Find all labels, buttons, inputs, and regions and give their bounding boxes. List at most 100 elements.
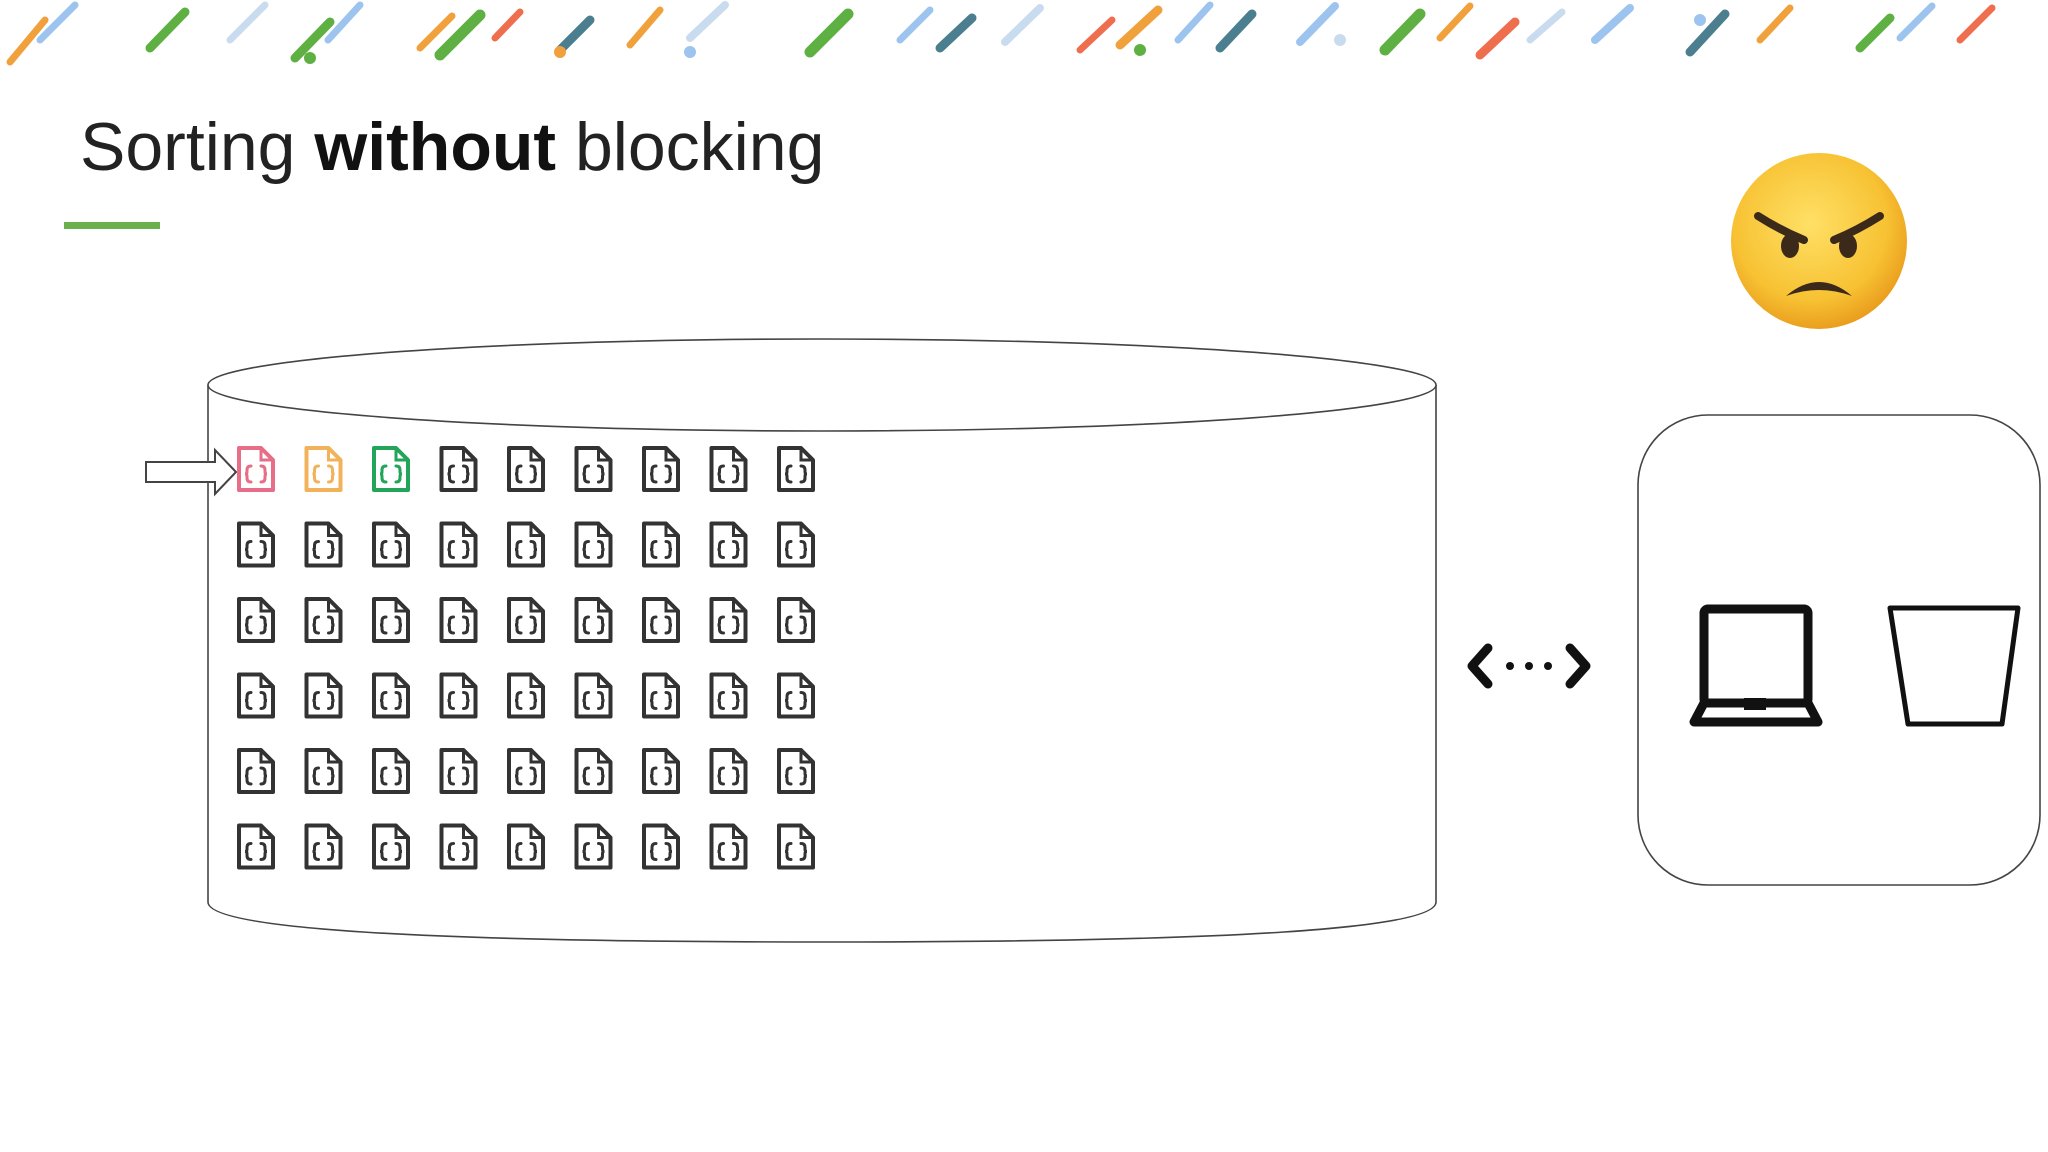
curly-braces-icon bbox=[244, 464, 268, 484]
document-page bbox=[642, 597, 680, 643]
document-icon bbox=[777, 672, 815, 719]
decor-stripe bbox=[1379, 8, 1426, 56]
document-page bbox=[439, 597, 478, 643]
curly-braces-icon bbox=[379, 615, 403, 635]
document-fold bbox=[327, 674, 341, 688]
document-icon bbox=[237, 446, 275, 492]
curly-braces-icon bbox=[514, 842, 538, 861]
decor-stripe bbox=[1855, 13, 1895, 53]
document-icon bbox=[777, 521, 815, 568]
curly-braces-icon bbox=[514, 615, 538, 635]
document-icon bbox=[507, 672, 545, 719]
emoji-brow-right bbox=[1830, 212, 1884, 244]
decor-stripe bbox=[1076, 16, 1116, 54]
document-fold bbox=[597, 825, 611, 839]
laptop-trackpad bbox=[1744, 698, 1766, 710]
curly-braces-icon bbox=[717, 691, 740, 710]
decor-dot bbox=[1694, 14, 1706, 26]
document-page bbox=[709, 597, 748, 643]
curly-braces-icon bbox=[649, 766, 673, 786]
document-icon bbox=[642, 748, 680, 794]
document-page bbox=[372, 446, 410, 492]
document-page bbox=[372, 823, 410, 870]
document-page bbox=[439, 823, 478, 870]
decor-stripe bbox=[36, 1, 79, 44]
document-page bbox=[777, 748, 815, 794]
document-fold bbox=[327, 523, 341, 537]
document-page bbox=[574, 597, 613, 643]
curly-braces-icon bbox=[582, 842, 605, 861]
document-icon bbox=[439, 672, 478, 719]
document-icon bbox=[709, 521, 748, 568]
decor-stripe bbox=[1756, 4, 1794, 44]
arrow-dot bbox=[1544, 662, 1552, 670]
document-fold bbox=[597, 523, 611, 537]
decor-stripe bbox=[226, 1, 269, 44]
document-page bbox=[304, 597, 343, 643]
document-page bbox=[237, 521, 275, 568]
decor-stripe bbox=[290, 17, 335, 63]
document-icon bbox=[439, 446, 478, 492]
document-grid bbox=[237, 446, 815, 870]
arrow-head-right bbox=[1565, 643, 1591, 689]
document-page bbox=[304, 446, 343, 492]
curly-braces-icon bbox=[649, 615, 673, 635]
curly-braces-icon bbox=[784, 464, 808, 484]
document-page bbox=[507, 748, 545, 794]
client-box bbox=[1637, 414, 2041, 886]
curly-braces-icon bbox=[514, 766, 538, 786]
document-fold bbox=[664, 750, 678, 764]
document-fold bbox=[462, 750, 476, 764]
curly-braces-icon bbox=[582, 766, 605, 786]
document-page bbox=[709, 823, 748, 870]
document-fold bbox=[462, 523, 476, 537]
document-page bbox=[777, 672, 815, 719]
curly-braces-icon bbox=[784, 766, 808, 786]
document-icon bbox=[237, 521, 275, 568]
document-fold bbox=[529, 825, 543, 839]
slide-title: Sorting without blocking bbox=[80, 108, 824, 186]
document-icon bbox=[574, 672, 613, 719]
document-page bbox=[574, 446, 613, 492]
document-fold bbox=[394, 674, 408, 688]
curly-braces-icon bbox=[582, 691, 605, 710]
document-page bbox=[574, 748, 613, 794]
bucket-icon bbox=[1887, 605, 2021, 727]
document-fold bbox=[664, 825, 678, 839]
curly-braces-icon bbox=[717, 464, 740, 484]
document-page bbox=[777, 597, 815, 643]
document-page bbox=[642, 672, 680, 719]
document-icon bbox=[642, 446, 680, 492]
document-fold bbox=[327, 825, 341, 839]
document-fold bbox=[462, 448, 476, 462]
document-icon bbox=[304, 597, 343, 643]
title-part-2: blocking bbox=[556, 109, 825, 185]
curly-braces-icon bbox=[379, 842, 403, 861]
document-icon bbox=[439, 748, 478, 794]
document-fold bbox=[732, 825, 746, 839]
decor-stripe bbox=[434, 9, 486, 61]
curly-braces-icon bbox=[312, 464, 335, 484]
document-fold bbox=[259, 523, 273, 537]
document-icon bbox=[709, 446, 748, 492]
decor-stripe bbox=[626, 6, 664, 49]
document-page bbox=[709, 446, 748, 492]
document-icon bbox=[304, 521, 343, 568]
curly-braces-icon bbox=[312, 766, 335, 786]
document-page bbox=[507, 672, 545, 719]
document-fold bbox=[462, 674, 476, 688]
curly-braces-icon bbox=[649, 691, 673, 710]
curly-braces-icon bbox=[784, 842, 808, 861]
document-icon bbox=[709, 597, 748, 643]
document-icon bbox=[439, 597, 478, 643]
document-page bbox=[507, 446, 545, 492]
curly-braces-icon bbox=[717, 615, 740, 635]
document-icon bbox=[642, 823, 680, 870]
document-page bbox=[304, 823, 343, 870]
document-page bbox=[507, 597, 545, 643]
document-icon bbox=[574, 597, 613, 643]
document-page bbox=[372, 672, 410, 719]
curly-braces-icon bbox=[447, 842, 470, 861]
document-fold bbox=[597, 599, 611, 613]
document-icon bbox=[777, 597, 815, 643]
